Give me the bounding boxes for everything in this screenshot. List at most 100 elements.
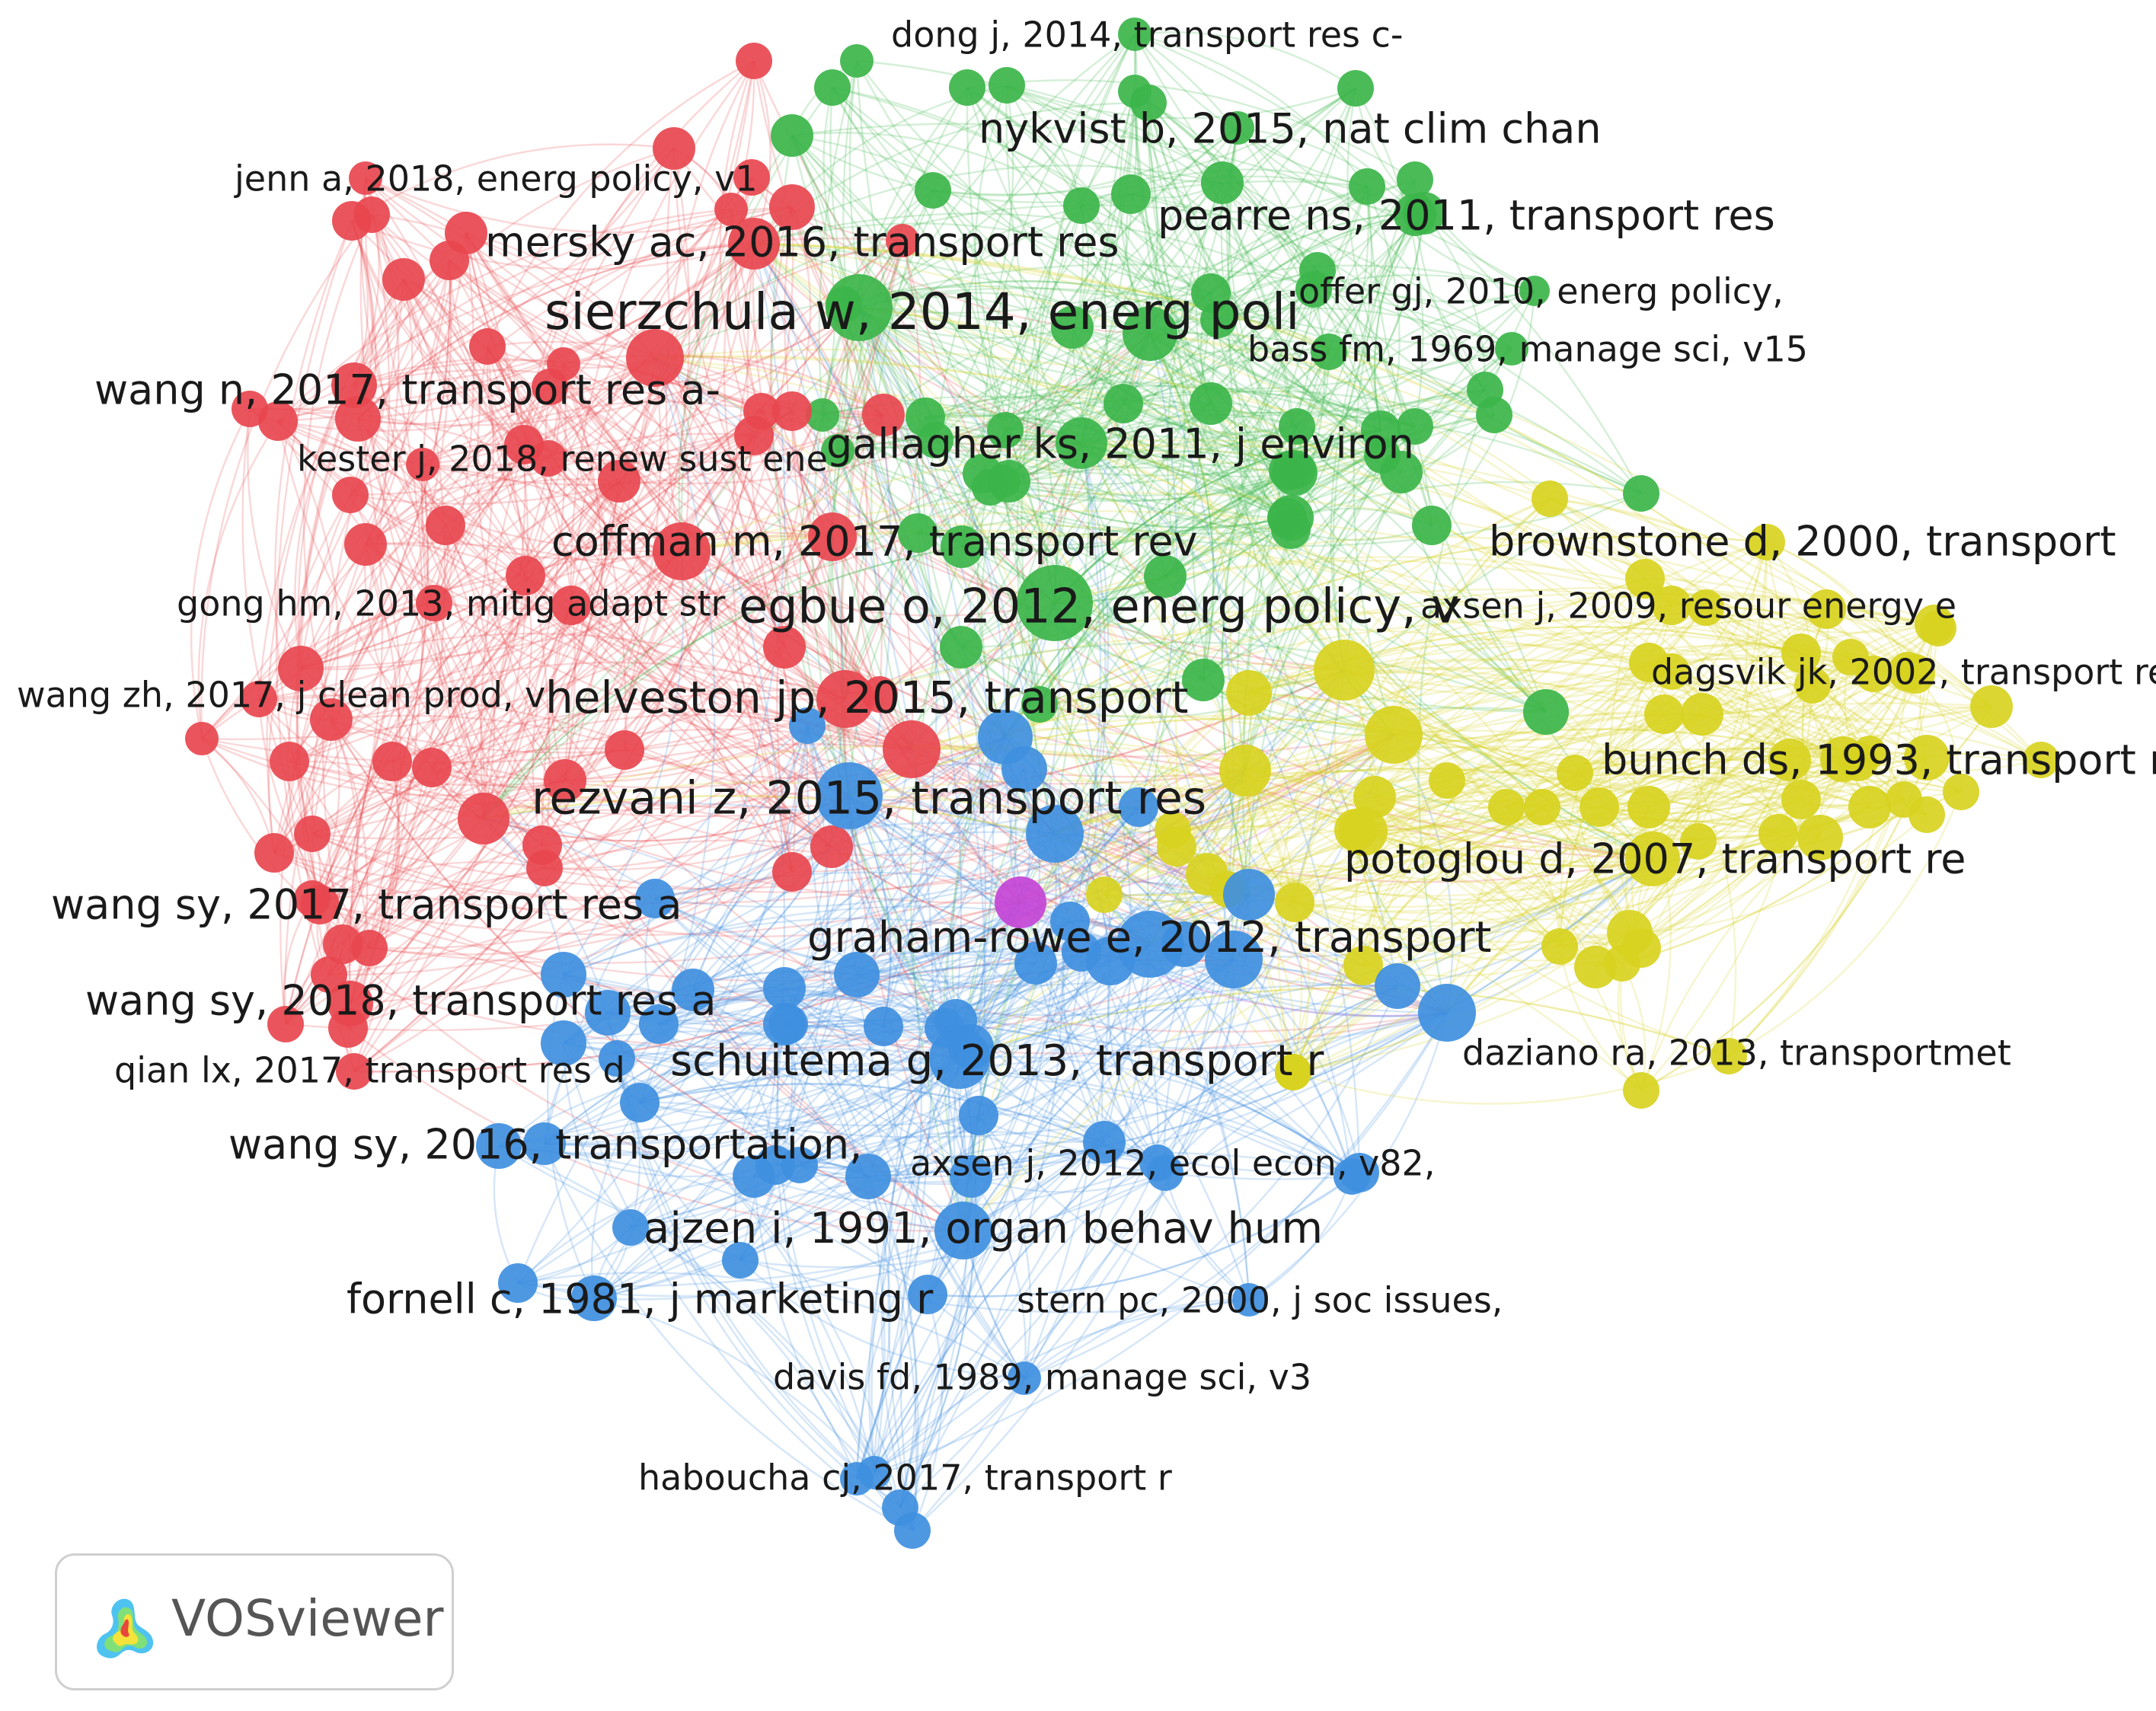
node-red[interactable] <box>267 1006 304 1042</box>
node-jenn2018[interactable] <box>349 161 382 195</box>
node-yellow[interactable] <box>1532 480 1568 517</box>
node-red[interactable] <box>278 646 324 691</box>
node-blue[interactable] <box>950 1155 992 1198</box>
node-yellow[interactable] <box>1908 796 1945 833</box>
node-green[interactable] <box>1523 689 1569 735</box>
node-blue[interactable] <box>585 990 631 1036</box>
node-wangzh2017[interactable] <box>241 681 277 717</box>
node-red[interactable] <box>763 626 806 669</box>
node-green[interactable] <box>1623 475 1659 512</box>
node-blue[interactable] <box>599 1040 635 1077</box>
node-green[interactable] <box>1201 161 1244 204</box>
node-red[interactable] <box>185 722 219 755</box>
node-blue[interactable] <box>476 1123 522 1169</box>
node-gallagher2011[interactable] <box>1056 417 1107 469</box>
node-green[interactable] <box>1311 334 1347 370</box>
node-red[interactable] <box>810 825 853 868</box>
node-red[interactable] <box>254 833 294 873</box>
node-blue[interactable] <box>541 1020 586 1066</box>
node-yellow[interactable] <box>1915 605 1954 644</box>
node-blue[interactable] <box>1205 931 1263 988</box>
node-green[interactable] <box>1361 410 1401 450</box>
node-red[interactable] <box>522 825 562 865</box>
node-yellow[interactable] <box>1855 656 1892 692</box>
node-green[interactable] <box>1397 408 1433 445</box>
node-green[interactable] <box>989 67 1025 104</box>
node-yellow[interactable] <box>1758 814 1798 854</box>
node-green[interactable] <box>1279 408 1315 445</box>
node-blue[interactable] <box>763 967 806 1010</box>
node-blue[interactable] <box>1223 869 1275 921</box>
node-yellow[interactable] <box>1488 789 1525 825</box>
node-red[interactable] <box>372 742 412 781</box>
node-potoglou2007[interactable] <box>1625 832 1680 886</box>
node-grahamrowe2012[interactable] <box>1116 911 1183 978</box>
node-red[interactable] <box>626 329 684 387</box>
node-green[interactable] <box>1144 555 1187 598</box>
node-yellow[interactable] <box>1557 755 1593 791</box>
node-red[interactable] <box>332 201 372 241</box>
node-yellow[interactable] <box>1943 774 1979 810</box>
node-blue[interactable] <box>1119 787 1158 827</box>
node-yellow[interactable] <box>1541 928 1578 965</box>
node-yellow[interactable] <box>1688 589 1724 626</box>
node-green[interactable] <box>1191 273 1231 313</box>
node-green[interactable] <box>1412 506 1452 545</box>
node-yellow[interactable] <box>1429 762 1465 799</box>
node-wangsy2018[interactable] <box>327 981 373 1026</box>
node-yellow[interactable] <box>1644 694 1684 734</box>
node-yellow[interactable] <box>1339 807 1388 856</box>
node-purple[interactable] <box>995 876 1046 928</box>
node-blue[interactable] <box>672 969 714 1011</box>
node-yellow[interactable] <box>1343 946 1383 985</box>
node-red[interactable] <box>532 369 568 405</box>
node-blue[interactable] <box>864 1007 903 1046</box>
node-green[interactable] <box>1051 306 1094 349</box>
node-blue[interactable] <box>894 1512 931 1549</box>
node-green[interactable] <box>1182 659 1225 701</box>
node-wangsy2017[interactable] <box>300 885 340 924</box>
node-red[interactable] <box>808 512 857 561</box>
node-rezvani2015[interactable] <box>816 762 883 829</box>
node-yellow[interactable] <box>1794 667 1831 704</box>
node-green[interactable] <box>1272 450 1318 496</box>
node-green[interactable] <box>821 434 854 468</box>
node-blue[interactable] <box>498 1263 538 1303</box>
node-yellow[interactable] <box>1797 815 1843 860</box>
node-blue[interactable] <box>763 1003 806 1045</box>
node-yellow[interactable] <box>1524 789 1560 825</box>
node-red[interactable] <box>344 523 387 566</box>
node-red[interactable] <box>323 924 363 964</box>
node-blue[interactable] <box>1050 902 1090 941</box>
node-red[interactable] <box>605 730 644 770</box>
node-yellow[interactable] <box>1579 787 1619 827</box>
node-yellow[interactable] <box>1896 654 1935 694</box>
node-green[interactable] <box>915 172 951 209</box>
node-red[interactable] <box>412 748 452 787</box>
node-blue[interactable] <box>1026 805 1084 863</box>
node-yellow[interactable] <box>1219 745 1271 796</box>
node-green[interactable] <box>1349 168 1385 205</box>
node-bunch1993[interactable] <box>1820 736 1866 782</box>
node-blue[interactable] <box>1340 1153 1379 1192</box>
node-yellow[interactable] <box>1623 1072 1659 1109</box>
node-daziano2013[interactable] <box>1710 1038 1747 1074</box>
node-green[interactable] <box>906 397 945 437</box>
node-offer2010[interactable] <box>1519 276 1550 306</box>
node-blue[interactable] <box>908 1275 947 1314</box>
node-schuitema2013[interactable] <box>929 1028 990 1089</box>
node-blue[interactable] <box>620 1083 660 1122</box>
node-blue[interactable] <box>789 707 826 744</box>
node-axsen2009[interactable] <box>1652 586 1691 625</box>
node-red[interactable] <box>469 328 506 365</box>
node-red[interactable] <box>382 258 425 301</box>
node-green[interactable] <box>1123 306 1177 361</box>
node-red[interactable] <box>458 793 509 844</box>
node-green[interactable] <box>840 44 874 78</box>
node-blue[interactable] <box>1083 1121 1126 1164</box>
node-green[interactable] <box>1380 451 1423 493</box>
node-red[interactable] <box>506 556 545 595</box>
node-red[interactable] <box>332 477 369 513</box>
node-blue[interactable] <box>959 1096 998 1135</box>
node-wangsy2016[interactable] <box>523 1122 566 1165</box>
